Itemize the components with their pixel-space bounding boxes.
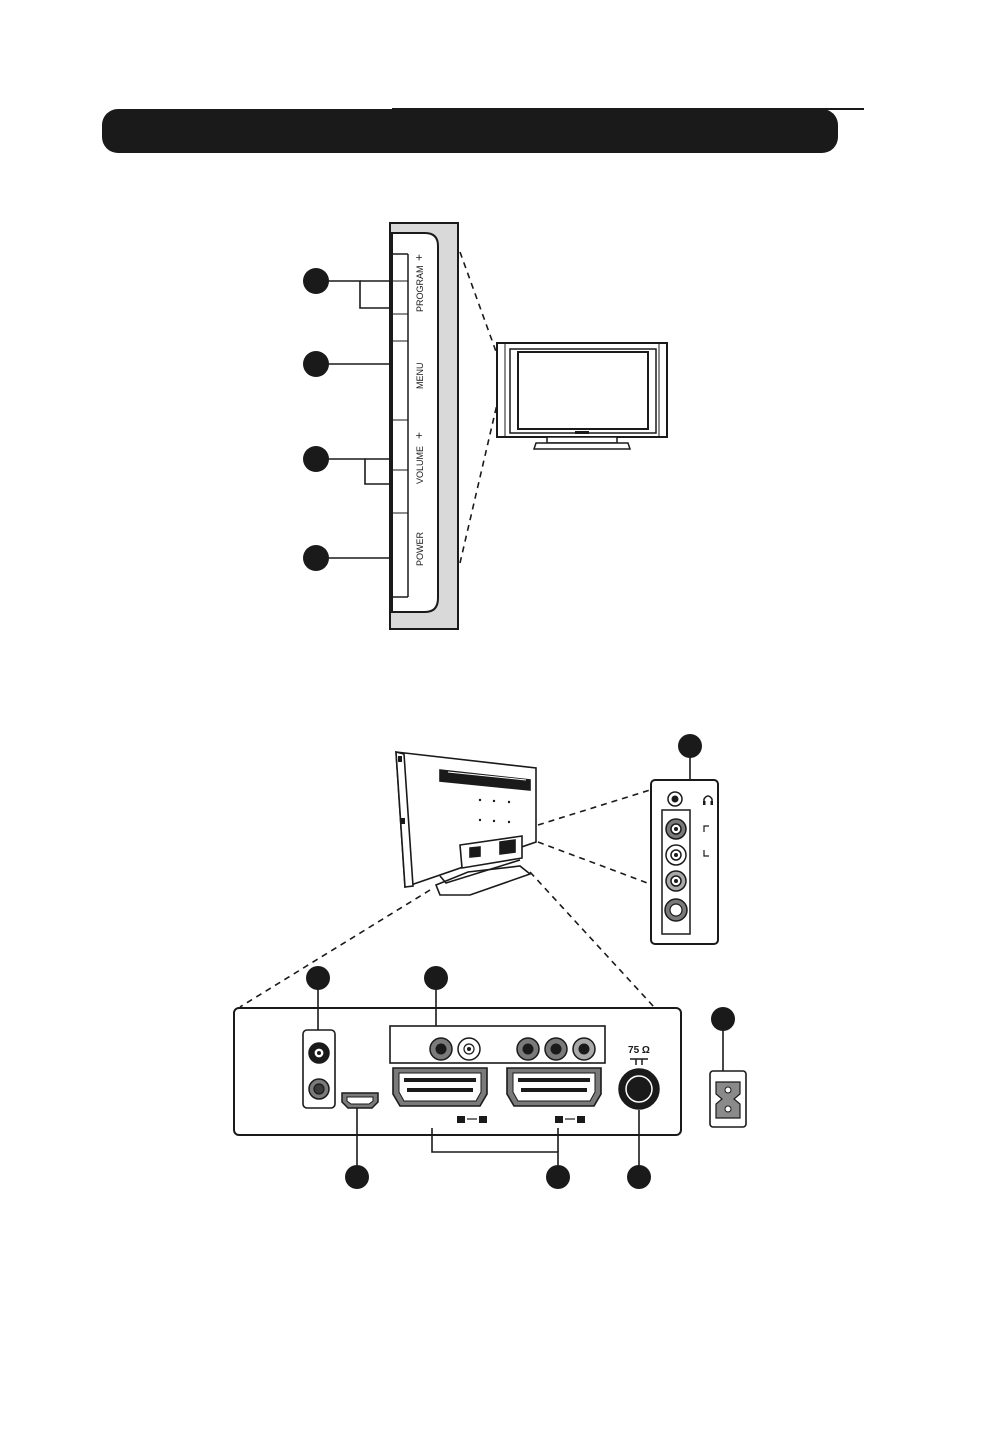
side-connector-panel <box>651 780 718 944</box>
button-suffix-volume: + <box>412 432 426 439</box>
button-label-volume: VOLUME <box>415 446 425 484</box>
callout-marker-mains <box>711 1007 735 1031</box>
callout-marker-menu <box>303 351 329 377</box>
callout-marker-side-inputs <box>678 734 702 758</box>
callout-marker-antenna <box>627 1165 651 1189</box>
callout-marker-audio-inputs <box>424 966 448 990</box>
side-panel-callouts <box>328 281 392 558</box>
callout-marker-coax-audio <box>306 966 330 990</box>
mains-socket <box>710 1071 746 1127</box>
rear-connector-panel <box>234 1008 681 1135</box>
button-label-menu: MENU <box>415 363 425 390</box>
callout-marker-hdmi <box>345 1165 369 1189</box>
antenna-impedance-label: 75 Ω <box>628 1045 650 1056</box>
side-control-panel: PROGRAM + MENU VOLUME + POWER <box>390 223 458 629</box>
button-suffix-program: + <box>412 254 426 261</box>
callout-marker-volume <box>303 446 329 472</box>
tv-front-illustration <box>497 343 667 449</box>
callout-marker-scart <box>546 1165 570 1189</box>
button-label-power: POWER <box>415 531 425 566</box>
callout-marker-power <box>303 545 329 571</box>
zoom-lines-side <box>460 252 498 563</box>
tv-rear-illustration <box>396 752 536 895</box>
callout-marker-program <box>303 268 329 294</box>
button-label-program: PROGRAM <box>415 265 425 312</box>
